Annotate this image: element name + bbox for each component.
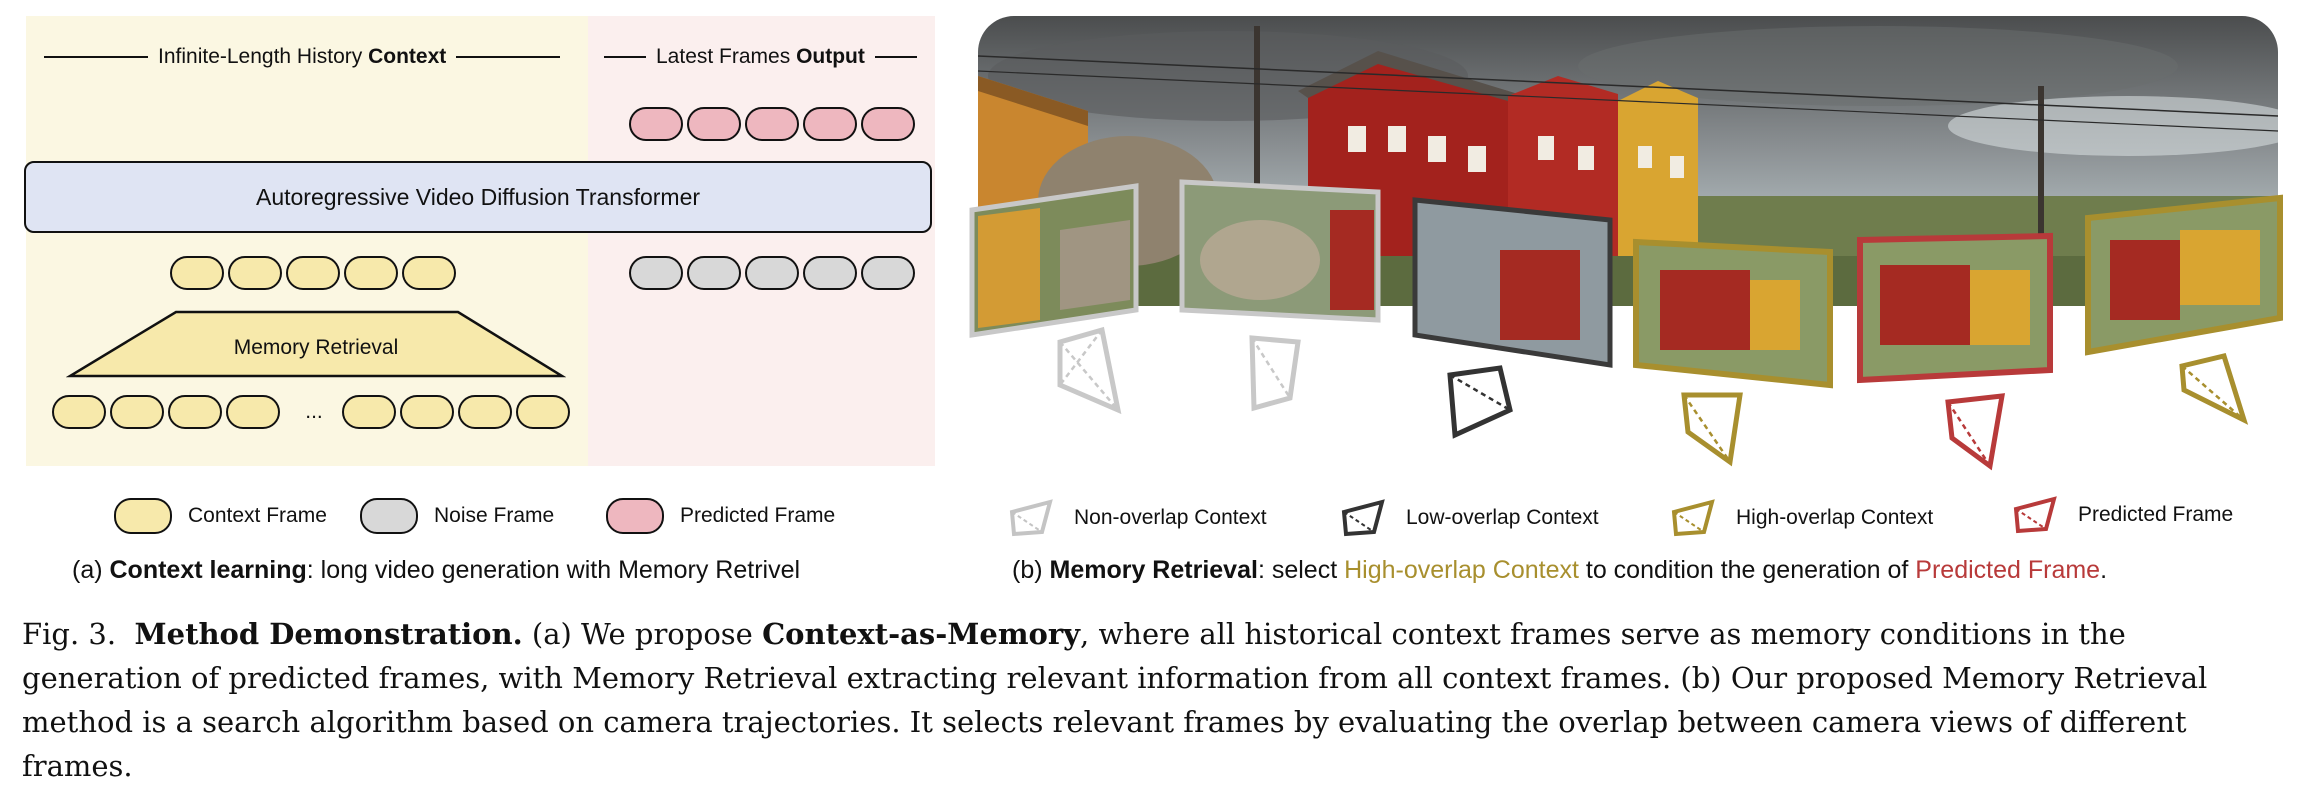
high-overlap-view-2 — [2085, 194, 2283, 356]
caption-b-high-overlap: High-overlap Context — [1344, 556, 1579, 584]
low-overlap-legend-icon — [1341, 499, 1385, 537]
high-overlap-camera-icon-1 — [1681, 392, 1743, 467]
predicted-legend-icon — [2013, 496, 2057, 534]
high-overlap-camera-icon-2 — [2179, 353, 2249, 425]
noise-frame-pill — [861, 256, 915, 290]
legend-label: Non-overlap Context — [1074, 506, 1267, 529]
context-header-prefix: Infinite-Length History — [158, 45, 369, 68]
noise-frame-pill — [803, 256, 857, 290]
caption-b-mid2: to condition the generation of — [1578, 556, 1916, 584]
caption-a-bold: Context learning — [109, 556, 307, 584]
predicted-camera-icon — [1945, 393, 2006, 471]
legend-label: Noise Frame — [434, 504, 555, 527]
retrieved-context-pill — [170, 256, 224, 290]
memory-retrieval-label: Memory Retrieval — [233, 336, 399, 359]
predicted-frame-pill — [687, 107, 741, 141]
legend-label: Predicted Frame — [2078, 503, 2234, 526]
noise-frame-pill — [745, 256, 799, 290]
caption-b-predicted: Predicted Frame — [1915, 556, 2101, 584]
legend-label: Low-overlap Context — [1406, 506, 1599, 529]
retrieved-context-pill — [402, 256, 456, 290]
low-overlap-camera-icon — [1447, 365, 1513, 439]
history-context-pill — [342, 395, 396, 429]
output-header-prefix: Latest Frames — [656, 45, 797, 68]
legend-predicted-frame: Predicted Frame — [606, 498, 835, 534]
high-overlap-legend-icon — [1671, 499, 1715, 537]
predicted-frame-pill — [745, 107, 799, 141]
figure-caption-part1: (a) We propose — [522, 617, 763, 651]
legend-low-overlap: Low-overlap Context — [1340, 498, 1599, 538]
retrieved-context-pill — [228, 256, 282, 290]
legend-context-frame: Context Frame — [114, 498, 327, 534]
retrieved-context-pill — [286, 256, 340, 290]
high-overlap-view-1 — [1633, 238, 1833, 389]
history-context-pill — [168, 395, 222, 429]
context-region-background — [26, 16, 588, 466]
camera-views-diagram — [969, 179, 2283, 471]
output-header-bold: Output — [796, 45, 865, 68]
low-overlap-view — [1412, 197, 1613, 368]
caption-a-rest: : long video generation with Memory Retr… — [306, 556, 801, 584]
caption-b-bold: Memory Retrieval — [1049, 556, 1258, 584]
figure-caption: Fig. 3. Method Demonstration. (a) We pro… — [22, 612, 2292, 788]
panel-a-caption: (a) Context learning: long video generat… — [72, 556, 800, 585]
legend-swatch — [606, 498, 664, 534]
noise-frame-pill — [629, 256, 683, 290]
history-context-pill — [226, 395, 280, 429]
context-header: Infinite-Length History Context — [44, 45, 561, 69]
non-overlap-camera-icon-1 — [1057, 326, 1122, 415]
figure-method-name: Context-as-Memory — [762, 617, 1081, 651]
noise-frame-pill — [687, 256, 741, 290]
figure-caption-part2: , where all historical context frames se… — [22, 617, 2208, 783]
non-overlap-legend-icon — [1009, 499, 1053, 537]
diffusion-transformer-block: Autoregressive Video Diffusion Transform… — [24, 161, 932, 233]
caption-b-end: . — [2100, 556, 2108, 584]
legend-swatch — [114, 498, 172, 534]
caption-a-prefix: (a) — [72, 556, 110, 584]
predicted-view — [1857, 232, 2053, 384]
legend-label: Context Frame — [188, 504, 327, 527]
history-context-pill — [110, 395, 164, 429]
predicted-frame-pill — [861, 107, 915, 141]
non-overlap-view-1 — [969, 183, 1139, 338]
figure-label: Fig. 3. — [22, 617, 135, 651]
panel-b-caption: (b) Memory Retrieval: select High-overla… — [1012, 556, 2107, 585]
ellipsis: ... — [305, 400, 323, 423]
history-context-pill — [400, 395, 454, 429]
legend-non-overlap: Non-overlap Context — [1008, 498, 1267, 538]
caption-b-prefix: (b) — [1012, 556, 1050, 584]
figure-title: Method Demonstration. — [134, 617, 523, 651]
context-header-bold: Context — [368, 45, 447, 68]
legend-predicted: Predicted Frame — [2012, 495, 2233, 535]
predicted-frame-pill — [629, 107, 683, 141]
legend-label: High-overlap Context — [1736, 506, 1934, 529]
history-context-pill — [52, 395, 106, 429]
output-header: Latest Frames Output — [604, 45, 917, 69]
legend-high-overlap: High-overlap Context — [1670, 498, 1933, 538]
output-region-background — [588, 16, 935, 466]
legend-label: Predicted Frame — [680, 504, 836, 527]
memory-retrieval-trapezoid — [66, 310, 566, 378]
non-overlap-view-2 — [1179, 179, 1381, 323]
caption-b-mid1: : select — [1257, 556, 1345, 584]
legend-noise-frame: Noise Frame — [360, 498, 554, 534]
predicted-frame-pill — [803, 107, 857, 141]
legend-swatch — [360, 498, 418, 534]
history-context-pill — [458, 395, 512, 429]
non-overlap-camera-icon-2 — [1249, 335, 1301, 412]
retrieved-context-pill — [344, 256, 398, 290]
history-context-pill — [516, 395, 570, 429]
